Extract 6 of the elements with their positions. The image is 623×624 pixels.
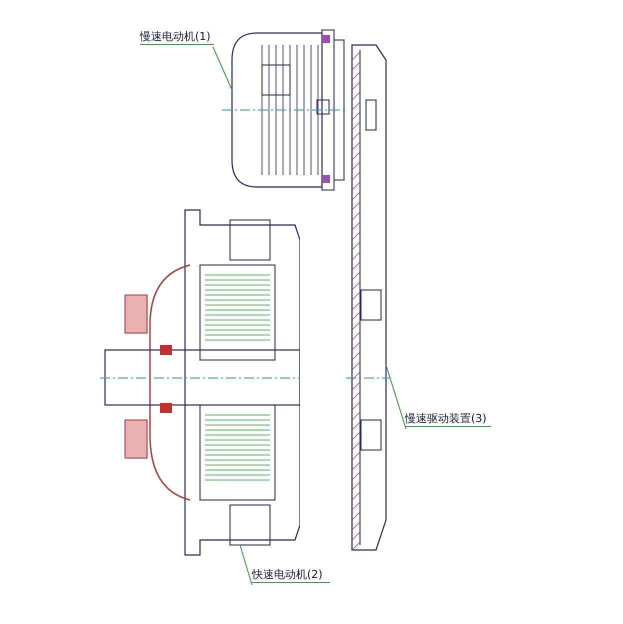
part-label: 慢速驱动装置(3) <box>405 412 491 427</box>
part-label: 慢速电动机(1) <box>140 30 214 45</box>
part-label: 快速电动机(2) <box>252 568 330 583</box>
leader-line <box>386 364 406 430</box>
leader-line <box>240 544 252 586</box>
leader-line <box>212 46 232 90</box>
